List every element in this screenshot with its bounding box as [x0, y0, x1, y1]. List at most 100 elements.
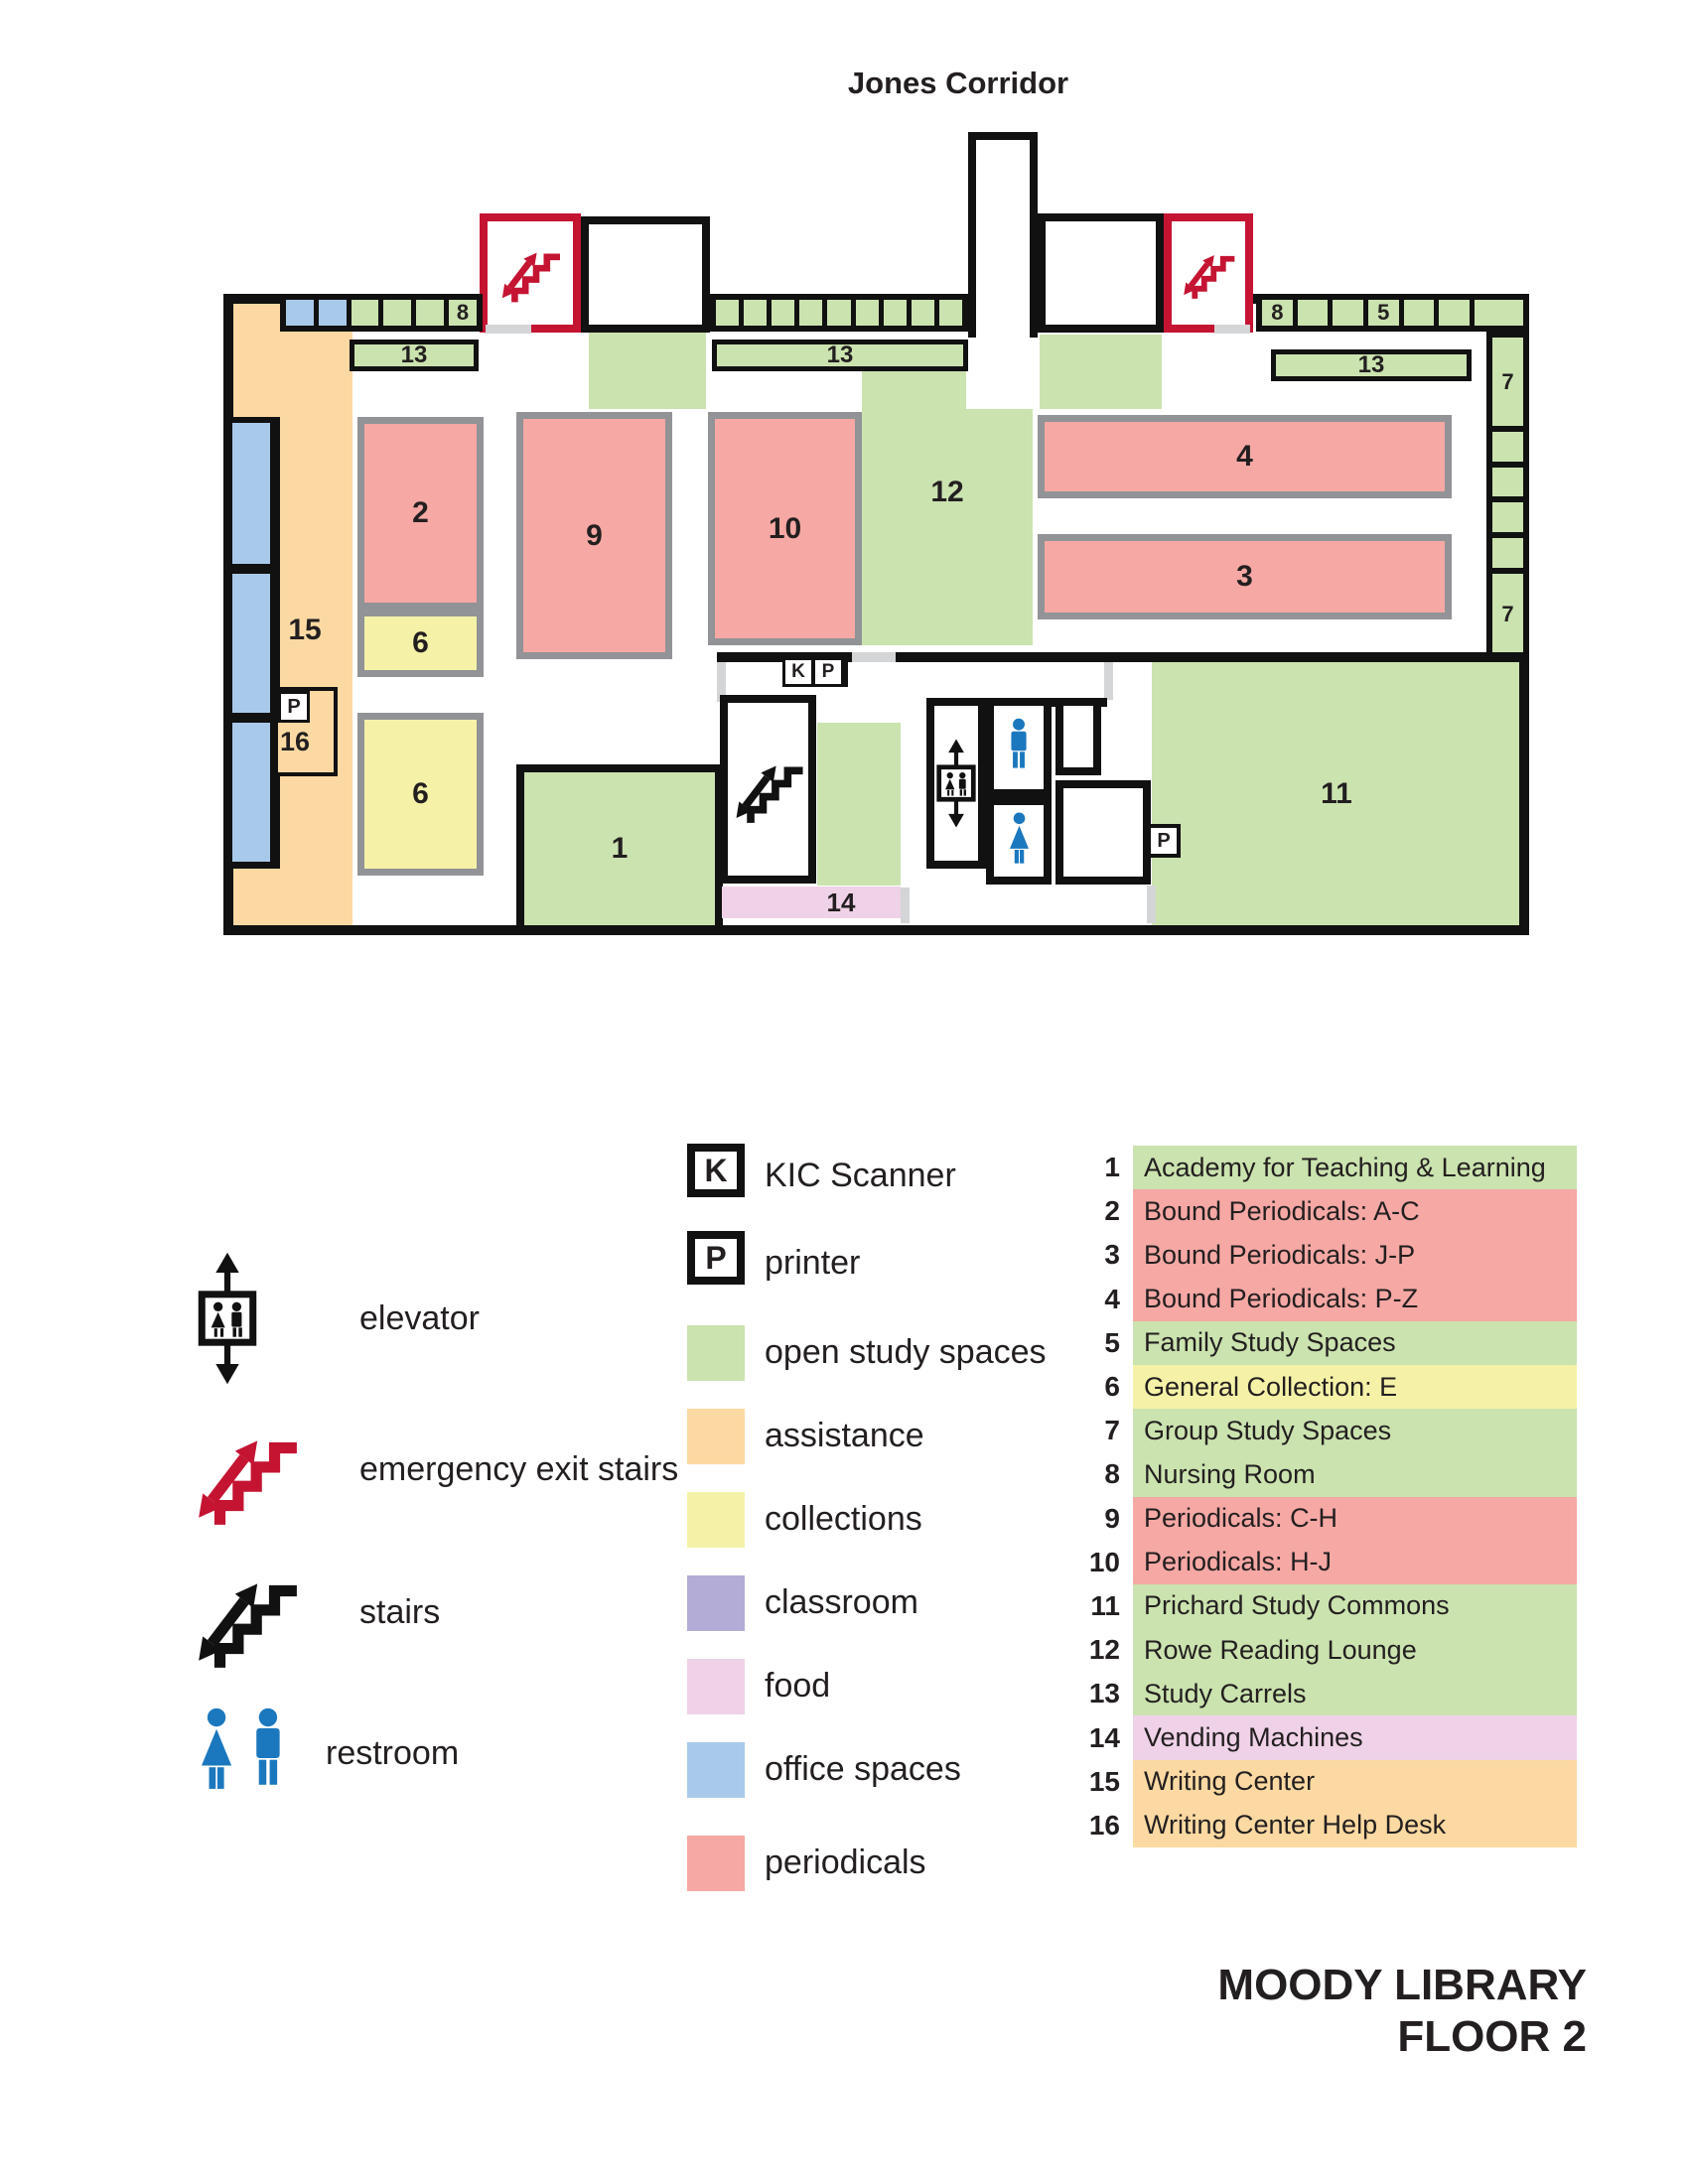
directory-number: 15 [1088, 1765, 1120, 1797]
study-carrel-cell [1474, 300, 1523, 326]
directory-label: Writing Center [1144, 1766, 1316, 1797]
directory-label: Writing Center Help Desk [1144, 1810, 1447, 1841]
directory-label: Nursing Room [1144, 1458, 1316, 1489]
stairs-icon [730, 751, 807, 827]
directory-number: 1 [1104, 1152, 1120, 1183]
directory-label: Bound Periodicals: A-C [1144, 1195, 1420, 1226]
stairs-icon [181, 1563, 312, 1674]
directory-label: Periodicals: H-J [1144, 1547, 1333, 1577]
directory-gap [1120, 1804, 1133, 1847]
page-title: MOODY LIBRARY FLOOR 2 [1092, 1960, 1587, 2063]
door-gap [486, 325, 531, 334]
elevator-legend-label: elevator [359, 1299, 480, 1337]
color-swatch [687, 1492, 745, 1548]
room-8-nursing-room: 8 [449, 300, 477, 326]
printer-icon: P [1151, 828, 1177, 854]
room-12-label-zone: 12 [862, 340, 1033, 645]
directory-gap [1120, 1278, 1133, 1321]
office-wall-panel [223, 417, 280, 869]
emergency-exit-stairs-legend-label: emergency exit stairs [359, 1450, 679, 1488]
room-7-group-study: 7 [1492, 338, 1523, 427]
legend-swatch-row: periodicals [687, 1836, 1124, 1891]
legend-swatch-row: office spaces [687, 1742, 1124, 1798]
color-swatch [687, 1575, 745, 1631]
study-carrel-cell [1297, 300, 1329, 326]
room-7-group-study-column: 7 7 [1486, 332, 1529, 662]
room-3-bound-periodicals-jp: 3 [1038, 534, 1452, 619]
directory-gap [1120, 1452, 1133, 1496]
directory-gap [1120, 1715, 1133, 1759]
directory-band: Prichard Study Commons [1133, 1583, 1577, 1629]
directory-label: Periodicals: C-H [1144, 1503, 1338, 1534]
directory-label: Study Carrels [1144, 1678, 1307, 1708]
directory-label: Vending Machines [1144, 1722, 1363, 1753]
door-gap [1147, 886, 1156, 923]
restroom-icon [191, 1707, 294, 1799]
directory-number: 10 [1088, 1546, 1120, 1577]
directory-row: 5 Family Study Spaces [1070, 1320, 1577, 1365]
directory-row: 12 Rowe Reading Lounge [1070, 1628, 1577, 1673]
room-label: 4 [1236, 440, 1253, 473]
directory-number: 9 [1104, 1502, 1120, 1534]
directory-band: Bound Periodicals: J-P [1133, 1233, 1577, 1278]
directory-label: Rowe Reading Lounge [1144, 1634, 1417, 1665]
page-title-line1: MOODY LIBRARY [1217, 1961, 1587, 2009]
room-7-group-study: 7 [1492, 573, 1523, 656]
directory-band: Academy for Teaching & Learning [1133, 1146, 1577, 1190]
study-carrel-cell [883, 300, 907, 326]
interior-wall [717, 652, 1529, 662]
directory-band: Writing Center [1133, 1759, 1577, 1804]
directory-number: 16 [1088, 1809, 1120, 1841]
study-carrel-cell [383, 300, 412, 326]
directory-row: 14 Vending Machines [1070, 1715, 1577, 1760]
room-2-bound-periodicals-ac: 2 [357, 417, 484, 610]
directory-gap [1120, 1365, 1133, 1409]
legend-swatch-row: food [687, 1659, 1124, 1714]
kic-scanner-legend-label: KIC Scanner [765, 1157, 956, 1194]
directory-row: 13 Study Carrels [1070, 1672, 1577, 1716]
swatch-label: open study spaces [765, 1333, 1047, 1372]
directory-band: Periodicals: C-H [1133, 1496, 1577, 1541]
printer-icon: P [815, 660, 841, 684]
printer-icon: P [278, 691, 310, 723]
study-carrel-cell [416, 300, 445, 326]
office-space [232, 423, 270, 564]
room-16-writing-center-help-desk: P 16 [274, 687, 338, 776]
group-study-cell [1492, 467, 1523, 497]
directory-gap [1120, 1409, 1133, 1452]
directory-band: Rowe Reading Lounge [1133, 1628, 1577, 1673]
directory-number: 3 [1104, 1239, 1120, 1271]
room-1-academy-teaching-learning: 1 [516, 764, 723, 925]
directory-band: Bound Periodicals: P-Z [1133, 1277, 1577, 1321]
directory-row: 7 Group Study Spaces [1070, 1409, 1577, 1453]
directory-number: 2 [1104, 1195, 1120, 1227]
study-carrel-cell [772, 300, 795, 326]
room-label: 3 [1236, 560, 1253, 593]
study-carrel-cell [855, 300, 879, 326]
directory-band: Writing Center Help Desk [1133, 1803, 1577, 1847]
room-label: 11 [1321, 776, 1352, 810]
color-swatch [687, 1659, 745, 1714]
emergency-exit-stairs-icon [181, 1420, 312, 1531]
swatch-label: collections [765, 1500, 922, 1539]
directory-gap [1120, 1628, 1133, 1672]
door-gap [717, 662, 726, 702]
color-swatch [687, 1742, 745, 1798]
room-label: 13 [354, 341, 474, 368]
room-14-vending-machines: 14 [722, 887, 901, 918]
directory-row: 8 Nursing Room [1070, 1452, 1577, 1497]
swatch-label: office spaces [765, 1750, 961, 1789]
legend-swatch-row: assistance [687, 1409, 1124, 1464]
directory-gap [1120, 1321, 1133, 1365]
directory-row: 1 Academy for Teaching & Learning [1070, 1146, 1577, 1190]
group-study-cell [1492, 432, 1523, 462]
rowe-reading-lounge-area-12 [862, 340, 966, 645]
directory-row: 16 Writing Center Help Desk [1070, 1803, 1577, 1847]
directory-band: Nursing Room [1133, 1452, 1577, 1497]
office-cell [286, 300, 314, 326]
office-space [232, 723, 270, 862]
jones-corridor-label: Jones Corridor [847, 66, 1069, 100]
kic-scanner-icon: K [785, 660, 811, 684]
directory-gap [1120, 1760, 1133, 1804]
study-carrel-cell [744, 300, 768, 326]
